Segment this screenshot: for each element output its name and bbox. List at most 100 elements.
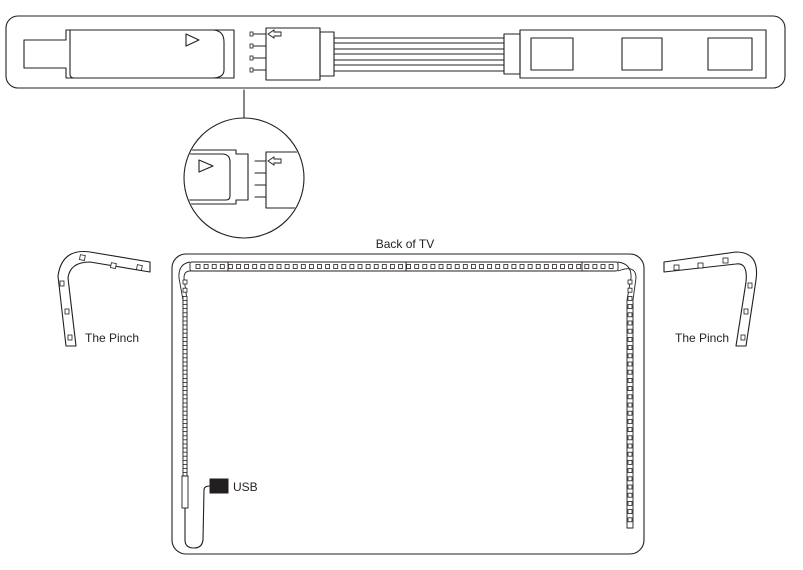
led-dot	[627, 443, 633, 449]
pin-connector-icon	[249, 31, 267, 73]
led-dot	[627, 468, 633, 474]
led-dot	[182, 361, 188, 367]
led-dot	[627, 386, 633, 392]
pin-connector-icon	[254, 160, 267, 198]
led-dot	[487, 264, 493, 269]
led-dot	[182, 304, 188, 310]
led-dot	[627, 320, 633, 326]
led-dot	[244, 264, 250, 269]
back-of-tv-label: Back of TV	[376, 237, 434, 251]
led-dot	[627, 287, 633, 293]
zoom-detail-circle	[183, 117, 305, 239]
led-chip	[707, 37, 753, 71]
led-dot	[470, 264, 476, 269]
led-dot	[389, 264, 395, 269]
led-dot	[446, 264, 452, 269]
led-dot	[268, 264, 274, 269]
led-dot	[495, 264, 501, 269]
usb-cable: USB	[181, 475, 258, 549]
play-arrow-icon	[185, 33, 200, 47]
led-dot	[414, 264, 420, 269]
led-dot	[276, 264, 282, 269]
led-dot	[406, 264, 412, 269]
led-dot	[535, 264, 541, 269]
led-dot	[182, 427, 188, 433]
led-dot	[608, 264, 614, 269]
pinch-left: The Pinch	[57, 250, 151, 347]
led-dot	[203, 264, 209, 269]
led-dot	[627, 295, 633, 301]
led-dot	[479, 264, 484, 269]
led-dot	[627, 336, 633, 342]
led-dot	[576, 264, 582, 269]
led-dot	[182, 459, 188, 465]
led-dot	[182, 377, 188, 383]
led-dot	[211, 264, 217, 269]
controller-plug	[23, 29, 235, 79]
pinch-right: The Pinch	[663, 251, 758, 347]
led-dot	[519, 264, 525, 269]
strip-connector-collar	[319, 31, 335, 77]
led-dot	[627, 312, 633, 318]
led-dot	[398, 264, 403, 269]
led-dot	[627, 427, 633, 433]
led-strip-segment	[519, 29, 767, 79]
usb-plug-icon	[209, 478, 229, 494]
play-arrow-icon	[198, 159, 214, 173]
connector-wires	[333, 37, 505, 72]
led-dot	[260, 264, 266, 269]
led-dot	[182, 345, 188, 351]
pinch-right-label: The Pinch	[675, 331, 729, 345]
led-dot	[236, 264, 241, 269]
led-dot	[357, 264, 363, 269]
led-dot	[627, 353, 633, 359]
led-dot	[182, 312, 188, 318]
tv-back-outline	[171, 253, 645, 555]
led-dot	[252, 264, 258, 269]
led-dot	[552, 264, 557, 269]
led-dot	[182, 451, 188, 457]
led-dot	[438, 264, 444, 269]
led-dot	[627, 402, 633, 408]
led-dot	[365, 264, 371, 269]
led-dot	[341, 264, 347, 269]
usb-label: USB	[233, 480, 258, 494]
tv-led-strip	[178, 261, 637, 529]
led-dot	[503, 264, 509, 269]
led-dot	[182, 287, 188, 293]
led-dot	[182, 443, 188, 449]
led-dot	[627, 435, 633, 441]
led-dot	[182, 410, 188, 416]
led-dot	[627, 459, 633, 465]
led-dot	[284, 264, 290, 269]
led-dot	[308, 264, 314, 269]
led-dot	[182, 295, 188, 301]
led-dot	[560, 264, 565, 269]
led-dot	[182, 402, 188, 408]
led-dot	[627, 500, 633, 506]
top-strip	[189, 261, 619, 272]
led-dot	[182, 279, 188, 285]
led-dot	[292, 264, 298, 269]
right-strip	[617, 261, 637, 529]
led-dot	[430, 264, 436, 269]
led-dot	[182, 353, 188, 359]
led-dot	[627, 377, 633, 383]
connector-panel-frame	[5, 15, 786, 89]
led-dot	[422, 264, 428, 269]
led-dot	[627, 328, 633, 334]
led-dot	[182, 328, 188, 334]
led-dot	[627, 517, 633, 523]
led-dot	[584, 264, 590, 269]
led-dot	[627, 361, 633, 367]
led-dot	[627, 476, 633, 482]
led-dot	[527, 264, 533, 269]
led-dot	[182, 336, 188, 342]
led-dot	[182, 386, 188, 392]
connector-panel	[5, 15, 786, 89]
connector-arrow-icon	[267, 29, 282, 39]
led-dot	[627, 410, 633, 416]
led-dot	[381, 264, 387, 269]
led-dot	[195, 264, 201, 269]
